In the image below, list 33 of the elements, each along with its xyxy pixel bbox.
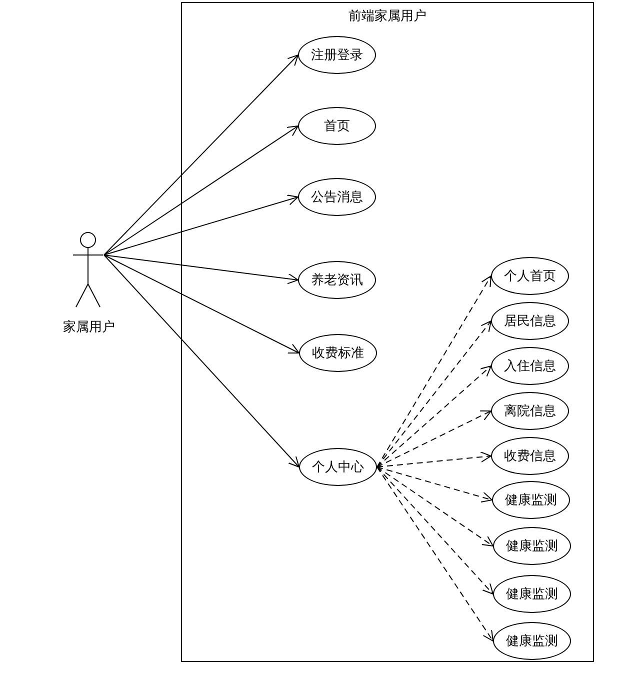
use-case-ellipse: 养老资讯 [298, 261, 376, 299]
actor-label: 家属用户 [62, 318, 116, 336]
use-case-ellipse: 收费标准 [299, 334, 377, 372]
use-case-ellipse: 健康监测 [493, 527, 571, 565]
dashed-arrow [376, 451, 492, 468]
boundary-title: 前端家属用户 [348, 7, 428, 25]
arrow [104, 254, 300, 468]
arrow [104, 194, 298, 256]
use-case-ellipse: 首页 [298, 107, 376, 145]
use-case-ellipse: 收费信息 [491, 437, 569, 475]
use-case-ellipse: 个人首页 [491, 257, 569, 295]
use-case-ellipse: 健康监测 [492, 481, 570, 519]
arrow [104, 254, 298, 284]
dashed-arrow [376, 276, 492, 468]
use-case-ellipse: 居民信息 [491, 302, 569, 340]
use-case-ellipse: 公告消息 [298, 178, 376, 216]
use-case-ellipse: 离院信息 [491, 392, 569, 430]
system-boundary [181, 2, 594, 662]
dashed-arrow [376, 466, 494, 594]
use-case-ellipse: 健康监测 [493, 622, 571, 660]
use-case-ellipse: 个人中心 [299, 448, 377, 486]
arrow [104, 54, 298, 256]
dashed-arrow [376, 320, 492, 468]
dashed-arrow [376, 366, 492, 468]
arrow [104, 126, 298, 256]
dashed-arrow [376, 466, 492, 503]
dashed-arrow [376, 410, 492, 468]
arrow [104, 254, 300, 354]
dashed-arrow [376, 466, 494, 546]
use-case-ellipse: 入住信息 [491, 347, 569, 385]
use-case-ellipse: 注册登录 [298, 36, 376, 74]
use-case-ellipse: 健康监测 [493, 575, 571, 613]
dashed-arrow [376, 466, 494, 642]
